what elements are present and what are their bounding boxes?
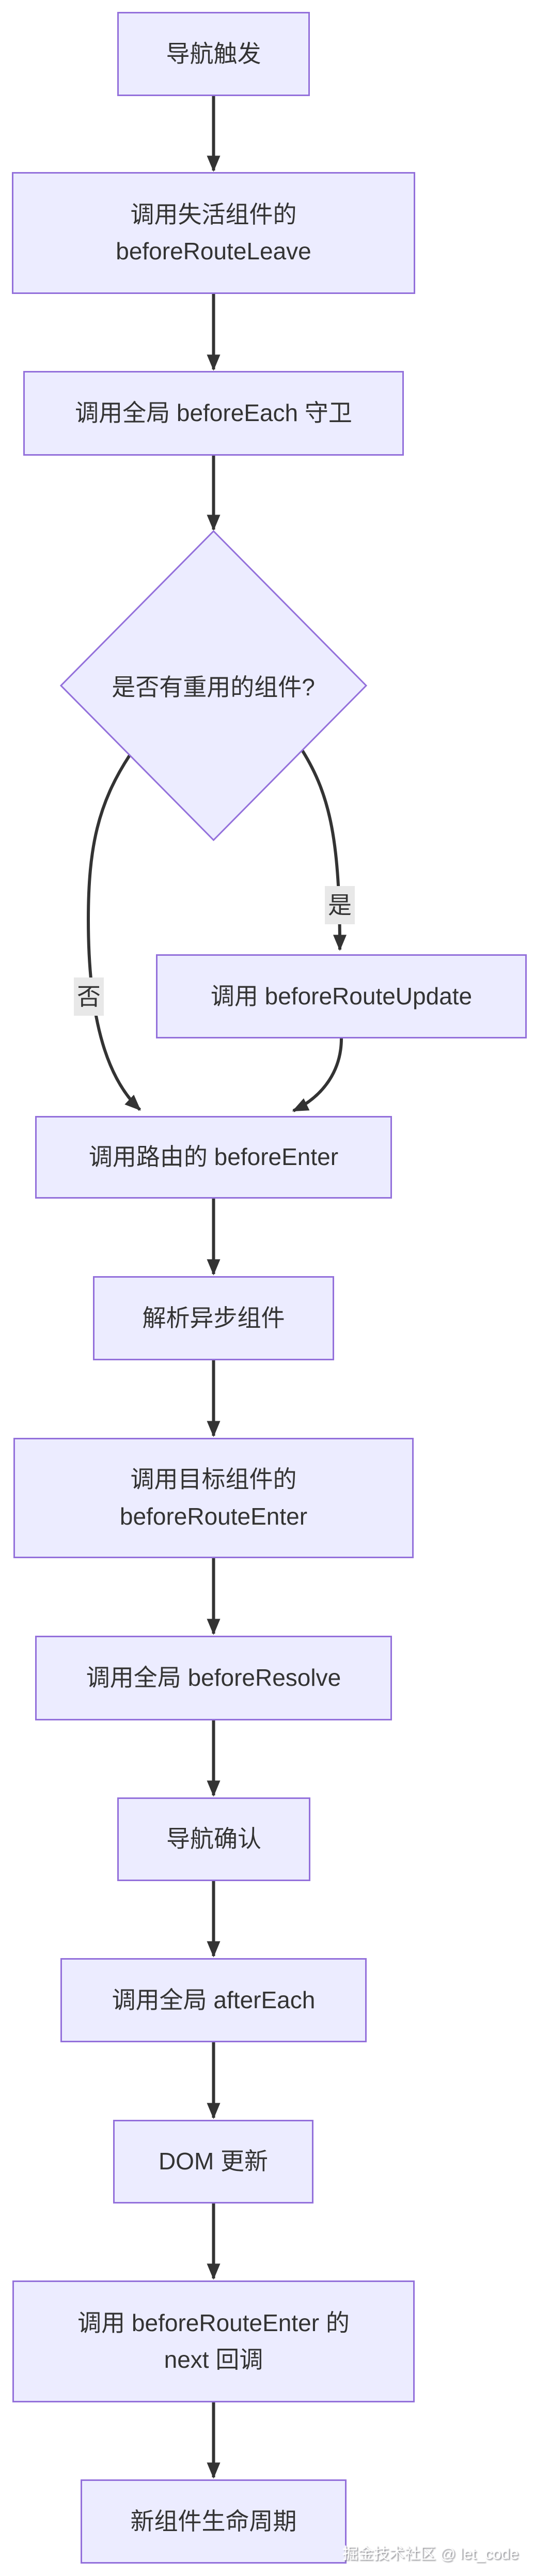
node-global-before-resolve: 调用全局 beforeResolve [35,1636,392,1720]
decision-diamond-label: 是否有重用的组件? [112,674,315,701]
node-before-route-update: 调用 beforeRouteUpdate [156,954,527,1038]
node-nav-confirmed: 导航确认 [117,1797,310,1881]
node-nav-trigger: 导航触发 [117,12,310,96]
node-global-before-each: 调用全局 beforeEach 守卫 [23,371,404,456]
edge-label-no: 否 [74,977,104,1016]
node-global-before-resolve-label: 调用全局 beforeResolve [86,1664,341,1692]
node-route-before-enter: 调用路由的 beforeEnter [35,1116,392,1199]
node-resolve-async-label: 解析异步组件 [142,1304,285,1331]
edge-update-to-beforeenter [292,1038,343,1112]
node-before-route-leave-line2: beforeRouteLeave [116,238,311,265]
node-before-route-update-label: 调用 beforeRouteUpdate [210,982,473,1010]
node-dom-update: DOM 更新 [113,2120,313,2203]
node-global-before-each-label: 调用全局 beforeEach 守卫 [75,399,352,427]
node-route-before-enter-label: 调用路由的 beforeEnter [88,1143,339,1171]
node-before-route-leave: 调用失活组件的 beforeRouteLeave [12,172,415,294]
node-next-callback-line1: 调用 beforeRouteEnter 的 [77,2309,350,2336]
node-target-before-route-enter: 调用目标组件的 beforeRouteEnter [13,1438,414,1558]
node-global-after-each-label: 调用全局 afterEach [112,1986,316,2013]
watermark: 掘金技术社区 @ let_code [342,2546,519,2563]
node-before-route-leave-line1: 调用失活组件的 [130,200,297,228]
node-next-callback: 调用 beforeRouteEnter 的 next 回调 [12,2280,415,2402]
node-target-before-route-enter-line2: beforeRouteEnter [119,1502,308,1530]
node-target-before-route-enter-line1: 调用目标组件的 [130,1466,297,1493]
node-nav-confirmed-label: 导航确认 [166,1825,261,1853]
edge-decision-no [86,754,142,1111]
node-new-component-lifecycle: 新组件生命周期 [81,2479,347,2564]
node-global-after-each: 调用全局 afterEach [60,1958,367,2042]
node-nav-trigger-label: 导航触发 [166,40,261,67]
node-new-component-lifecycle-label: 新组件生命周期 [130,2507,297,2535]
node-next-callback-line2: next 回调 [164,2346,263,2373]
edge-label-yes: 是 [325,886,355,924]
decision-diamond [59,530,368,842]
node-dom-update-label: DOM 更新 [158,2148,269,2175]
node-resolve-async: 解析异步组件 [93,1276,334,1360]
